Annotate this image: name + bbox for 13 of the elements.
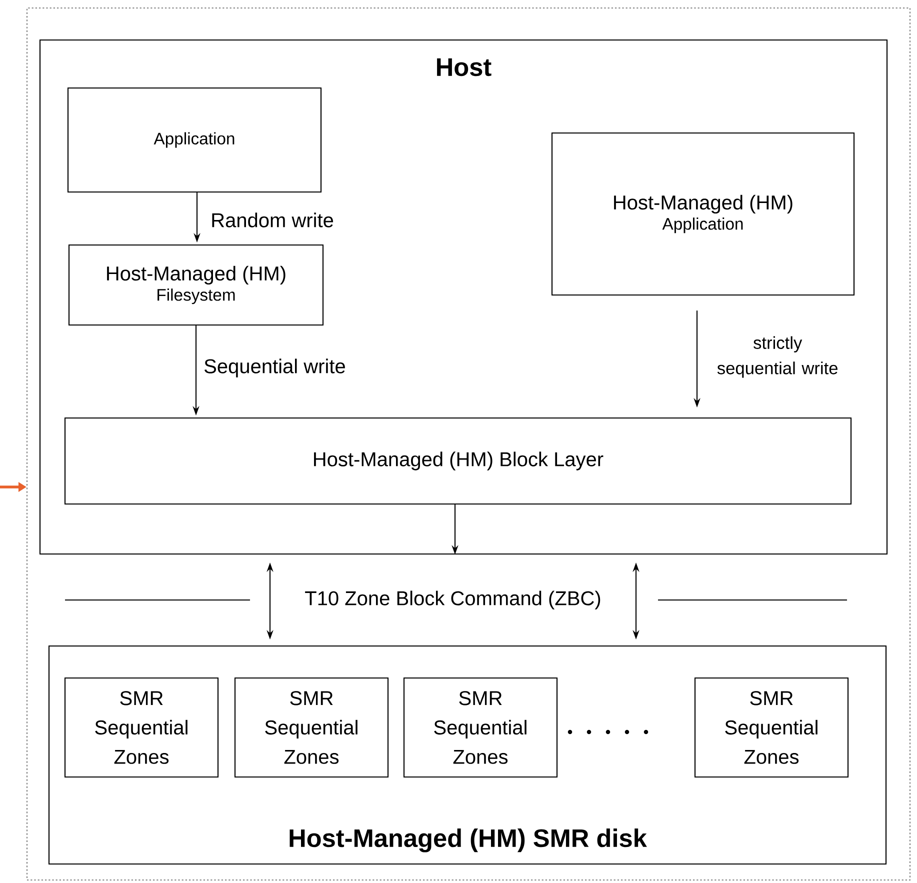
zone-box: SMR Sequential Zones [234,677,389,778]
frame [26,7,911,881]
zone-box: SMR Sequential Zones [694,677,849,778]
zone-box: SMR Sequential Zones [403,677,558,778]
layer-box: Host-Managed (HM) Block Layer [64,417,852,505]
zone-box: SMR Sequential Zones [64,677,219,778]
edge-label: Sequential write [202,357,348,379]
edge-label: Random write [209,211,336,229]
interface-label: T10 Zone Block Command (ZBC) [302,588,604,612]
edge-label: strictly sequential write [701,334,854,380]
component-box: Application [67,87,322,193]
component-box: Host-Managed (HM) Filesystem [68,244,324,326]
component-box: Host-Managed (HM) Application [551,132,855,296]
